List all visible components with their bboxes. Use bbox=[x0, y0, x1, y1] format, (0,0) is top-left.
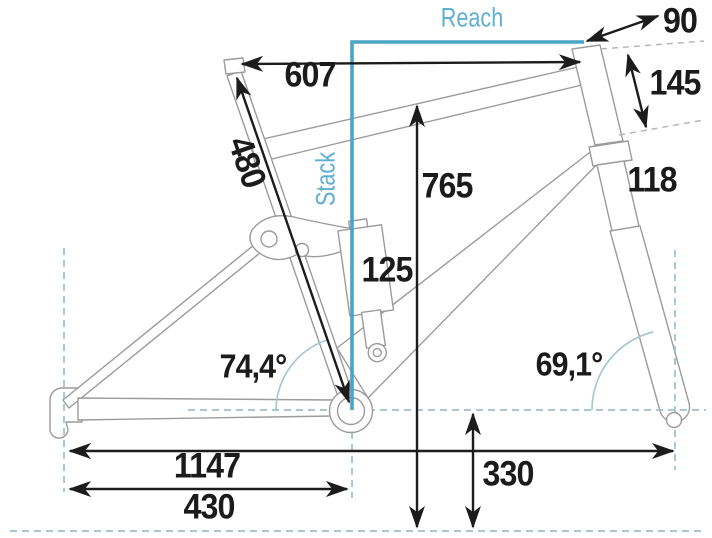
label-head-angle: 69,1° bbox=[535, 345, 604, 383]
head-tube-extension-lines bbox=[600, 40, 705, 136]
label-fork-118: 118 bbox=[627, 160, 677, 200]
pivots bbox=[328, 388, 683, 434]
reach-stack-polyline bbox=[350, 40, 584, 410]
dimension-arrows bbox=[68, 14, 675, 529]
label-stem-90: 90 bbox=[663, 1, 698, 41]
head-angle-arc bbox=[591, 331, 654, 411]
seatpost-cap bbox=[223, 57, 246, 75]
label-bb-330: 330 bbox=[482, 454, 535, 494]
label-wheelbase-1147: 1147 bbox=[173, 446, 241, 486]
label-reach: Reach bbox=[440, 2, 504, 33]
dim-seat-tube-480 bbox=[235, 76, 351, 404]
front-axle bbox=[665, 411, 683, 429]
dim-top-tube-607 bbox=[240, 54, 582, 72]
label-shock-125: 125 bbox=[361, 250, 414, 290]
chainstay bbox=[77, 397, 335, 421]
reach-stack-lines bbox=[350, 40, 584, 410]
label-chainstay-430: 430 bbox=[183, 487, 236, 527]
dim-stem-90 bbox=[585, 14, 660, 43]
label-seat-angle: 74,4° bbox=[219, 347, 288, 385]
label-head-tube-145: 145 bbox=[649, 63, 702, 103]
dim-head-tube-145 bbox=[625, 53, 649, 129]
head-tube bbox=[571, 44, 624, 146]
fork-lower-leg bbox=[609, 225, 691, 423]
label-height-765: 765 bbox=[421, 166, 474, 206]
rocker-pivot bbox=[260, 230, 278, 248]
label-top-tube-607: 607 bbox=[284, 55, 337, 95]
label-stack: Stack bbox=[310, 151, 341, 207]
fork-crown bbox=[588, 140, 633, 167]
